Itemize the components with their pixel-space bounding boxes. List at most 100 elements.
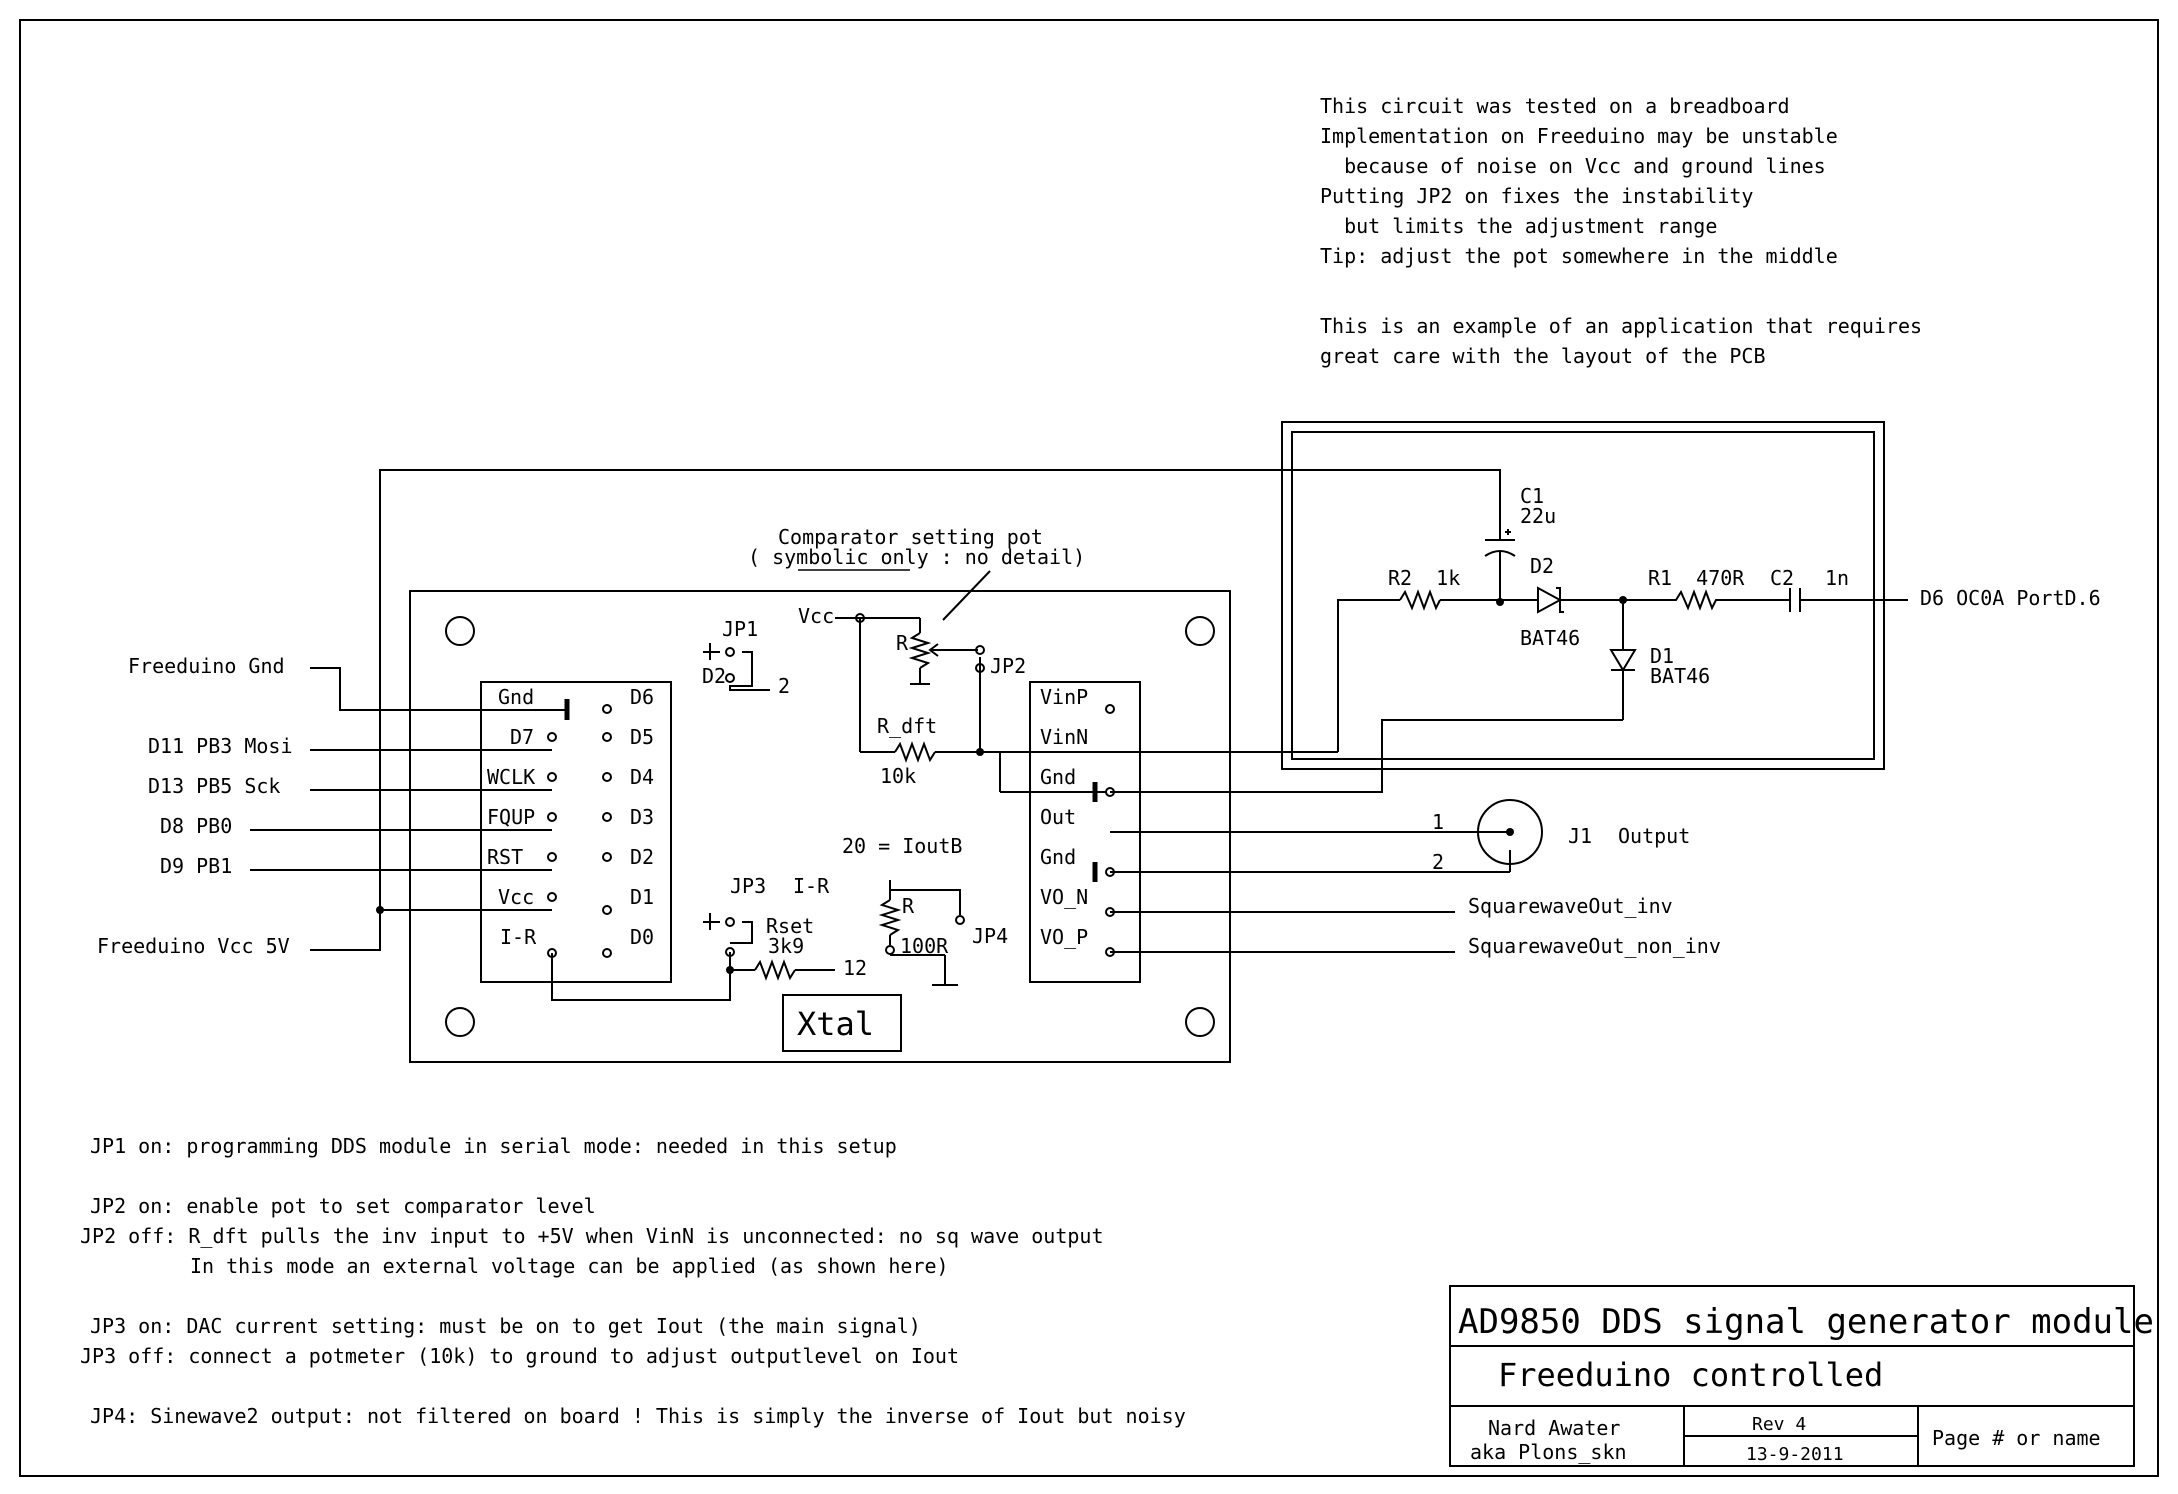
author-line2: aka Plons_skn	[1470, 1440, 1627, 1464]
jp1-wiring	[703, 643, 770, 691]
mounting-hole	[1185, 1007, 1215, 1037]
pin-label: Out	[1040, 805, 1076, 829]
junction-dot	[376, 906, 384, 914]
xtal-label: Xtal	[797, 1005, 874, 1043]
left-header	[480, 681, 672, 983]
pin-label: D7	[510, 725, 534, 749]
title: AD9850 DDS signal generator module	[1458, 1302, 2154, 1342]
c1-val: 22u	[1520, 504, 1556, 528]
d1-label: D1	[1650, 644, 1674, 668]
note-line: JP3 on: DAC current setting: must be on …	[90, 1314, 921, 1338]
bnc-center-pin	[1506, 828, 1514, 836]
r1-label: R1 470R	[1648, 566, 1745, 590]
pot-wiring	[835, 617, 1338, 793]
note-line: Putting JP2 on fixes the instability	[1320, 184, 1753, 208]
junction-dot	[1619, 596, 1627, 604]
note-line: JP2 off: R_dft pulls the inv input to +5…	[80, 1224, 1104, 1248]
c1-label: C1	[1520, 484, 1544, 508]
pin-label: WCLK	[487, 765, 535, 789]
signal-label-gnd: Freeduino Gnd	[128, 654, 285, 678]
note-line: This is an example of an application tha…	[1320, 314, 1922, 338]
pot-r: R	[896, 631, 909, 655]
jp1-d2: D2	[702, 664, 726, 688]
xtal-box	[782, 994, 902, 1052]
signal-label-vcc: Freeduino Vcc 5V	[97, 934, 290, 958]
left-wires	[250, 469, 1501, 951]
note-line: great care with the layout of the PCB	[1320, 344, 1766, 368]
pin-label: Gnd	[498, 685, 534, 709]
pin-label: VO_N	[1040, 885, 1088, 909]
dds-module-board	[409, 590, 1231, 1063]
pin-label: D0	[630, 925, 654, 949]
note-line: JP2 on: enable pot to set comparator lev…	[90, 1194, 596, 1218]
note-line: JP3 off: connect a potmeter (10k) to gro…	[80, 1344, 959, 1368]
port-label: D6 OC0A PortD.6	[1920, 586, 2101, 610]
rset-12: 12	[843, 956, 867, 980]
note-line: JP1 on: programming DDS module in serial…	[90, 1134, 897, 1158]
note-line: This circuit was tested on a breadboard	[1320, 94, 1790, 118]
callout-line	[942, 570, 991, 621]
left-header-pins: Gnd D7 WCLK FQUP RST Vcc I-R D6 D5 D4 D3…	[487, 685, 654, 949]
right-header-pins: VinP VinN Gnd Out Gnd VO_N VO_P	[1040, 685, 1088, 949]
output-pin2: 2	[1432, 850, 1444, 874]
j1-label: J1	[1568, 824, 1592, 848]
rset-label: Rset	[766, 914, 814, 938]
filter-wiring	[1110, 529, 1908, 793]
mounting-hole	[1185, 616, 1215, 646]
mounting-hole	[445, 616, 475, 646]
signal-label-d9: D9 PB1	[160, 854, 232, 878]
pin-label: D5	[630, 725, 654, 749]
pin-label: Vcc	[498, 885, 534, 909]
jp4-wiring	[878, 880, 965, 986]
note-line: JP4: Sinewave2 output: not filtered on b…	[90, 1404, 1186, 1428]
title-block	[1449, 1285, 2135, 1467]
pot-pads	[855, 613, 985, 673]
jp4: 20 = IoutB R 100R JP4	[842, 834, 1008, 958]
c2-label: C2	[1770, 566, 1794, 590]
pin-label: D2	[630, 845, 654, 869]
pin-label: Gnd	[1040, 845, 1076, 869]
pot-caption-2: ( symbolic only : no detail)	[748, 545, 1085, 569]
jp3-wiring	[551, 913, 835, 1001]
jp1-2: 2	[778, 674, 790, 698]
jp1-label: JP1	[722, 617, 758, 641]
mounting-hole	[445, 1007, 475, 1037]
sq-inv-label: SquarewaveOut_inv	[1468, 894, 1673, 918]
pin-label: D6	[630, 685, 654, 709]
output-pin1: 1	[1432, 810, 1444, 834]
pin-label: D1	[630, 885, 654, 909]
comparator-pot: Comparator setting pot ( symbolic only :…	[748, 525, 1085, 788]
left-header-pads	[547, 704, 612, 958]
d1-part: BAT46	[1650, 664, 1710, 688]
pin-label: Gnd	[1040, 765, 1076, 789]
junction-dot	[1496, 598, 1504, 606]
left-signals: Freeduino Gnd D11 PB3 Mosi D13 PB5 Sck D…	[97, 654, 293, 958]
pot-jp2: JP2	[990, 654, 1026, 678]
pot-rdft: R_dft	[877, 714, 937, 738]
rev: Rev 4	[1752, 1414, 1806, 1435]
sheet-border	[19, 19, 2159, 1477]
pin-label: FQUP	[487, 805, 535, 829]
pin-label: VinN	[1040, 725, 1088, 749]
date: 13-9-2011	[1746, 1444, 1844, 1465]
c2-val: 1n	[1825, 566, 1849, 590]
r2-label: R2 1k	[1388, 566, 1460, 590]
bottom-notes: JP1 on: programming DDS module in serial…	[80, 1134, 1186, 1428]
note-line: Tip: adjust the pot somewhere in the mid…	[1320, 244, 1838, 268]
note-line: but limits the adjustment range	[1320, 214, 1717, 238]
output-labels: 1 2 J1 Output SquarewaveOut_inv Squarewa…	[1432, 810, 1721, 958]
junction-dot	[726, 966, 734, 974]
pot-caption: Comparator setting pot	[778, 525, 1043, 549]
pin-label: I-R	[500, 925, 537, 949]
note-line: because of noise on Vcc and ground lines	[1320, 154, 1826, 178]
filter-labels: C1 22u R2 1k D2 BAT46 R1 470R C2 1n D1 B…	[1388, 484, 2101, 688]
pin-label: D3	[630, 805, 654, 829]
output-wiring	[1110, 831, 1511, 953]
d2-part: BAT46	[1520, 626, 1580, 650]
right-header-pads	[1105, 704, 1115, 957]
pot-vcc: Vcc	[798, 604, 834, 628]
filter-frame-outer	[1281, 421, 1885, 770]
pin-label: VinP	[1040, 685, 1088, 709]
subtitle: Freeduino controlled	[1498, 1356, 1883, 1394]
